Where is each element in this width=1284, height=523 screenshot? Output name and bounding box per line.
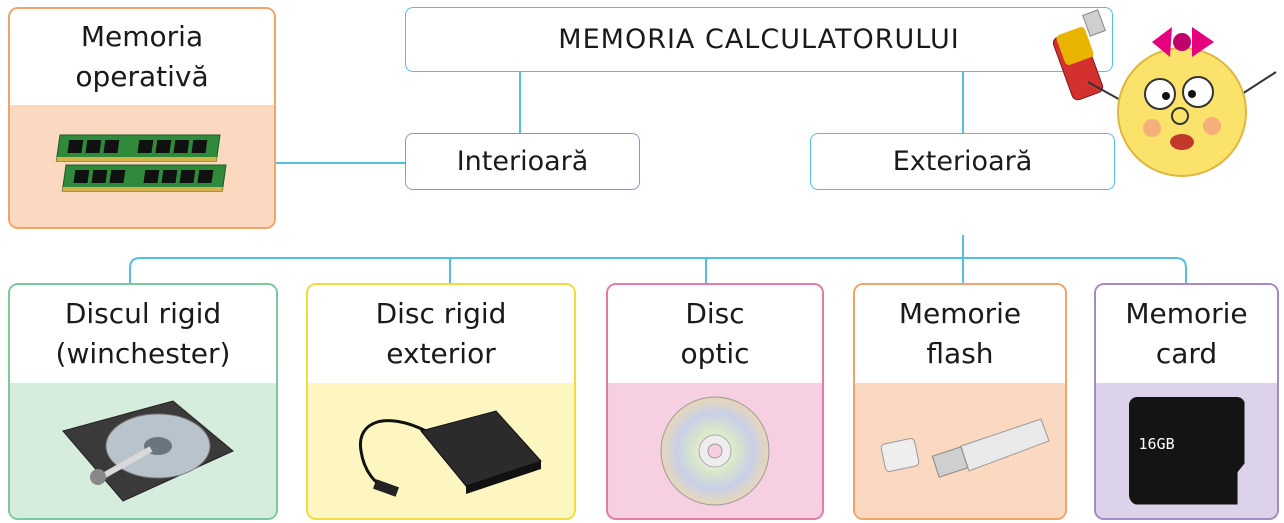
external-memory-node: Exterioară (810, 133, 1115, 190)
ram-image-area (10, 105, 274, 227)
memory-card-image-area: 16GB (1096, 383, 1277, 518)
flash-memory-label: Memorie flash (855, 285, 1065, 383)
flash-memory-label-line2: flash (926, 337, 994, 370)
ram-label-line2: operativă (75, 60, 209, 93)
ram-card: Memoria operativă (8, 7, 276, 229)
optical-disc-icon (660, 396, 770, 505)
optical-disc-label-line2: optic (680, 337, 750, 370)
flash-memory-label-line1: Memorie (898, 297, 1022, 330)
external-drive-image-area (308, 383, 574, 518)
memory-card-icon: 16GB (1128, 396, 1245, 505)
external-drive-label: Disc rigid exterior (308, 285, 574, 383)
external-drive-card: Disc rigid exterior (306, 283, 576, 520)
usb-flash-icon (880, 417, 1050, 478)
optical-disc-label-line1: Disc (685, 297, 745, 330)
flash-memory-card: Memorie flash (853, 283, 1067, 520)
optical-disc-label: Disc optic (608, 285, 822, 383)
ram-label-line1: Memoria (80, 20, 204, 53)
hard-disk-label-line2: (winchester) (55, 337, 231, 370)
hard-disk-icon (62, 399, 234, 502)
memory-card-label-line2: card (1155, 337, 1218, 370)
memory-card-card: Memorie card 16GB (1094, 283, 1279, 520)
diagram-title: MEMORIA CALCULATORULUI (405, 7, 1113, 72)
memory-card-label-line1: Memorie (1125, 297, 1248, 330)
mascot-illustration (1052, 9, 1277, 177)
internal-memory-node: Interioară (405, 133, 640, 190)
flash-memory-image-area (855, 383, 1065, 518)
external-drive-label-line1: Disc rigid (375, 297, 507, 330)
memory-card-label: Memorie card (1096, 285, 1277, 383)
external-bus-line (129, 257, 1187, 283)
hard-disk-image-area (10, 383, 276, 518)
optical-disc-image-area (608, 383, 822, 518)
external-drive-label-line2: exterior (386, 337, 496, 370)
ram-module-icon (55, 134, 227, 192)
external-drive-icon (358, 409, 542, 497)
hard-disk-label: Discul rigid (winchester) (10, 285, 276, 383)
hard-disk-card: Discul rigid (winchester) (8, 283, 278, 520)
optical-disc-card: Disc optic (606, 283, 824, 520)
hard-disk-label-line1: Discul rigid (64, 297, 222, 330)
ram-card-label: Memoria operativă (10, 9, 274, 105)
memory-card-capacity: 16GB (1138, 434, 1175, 453)
